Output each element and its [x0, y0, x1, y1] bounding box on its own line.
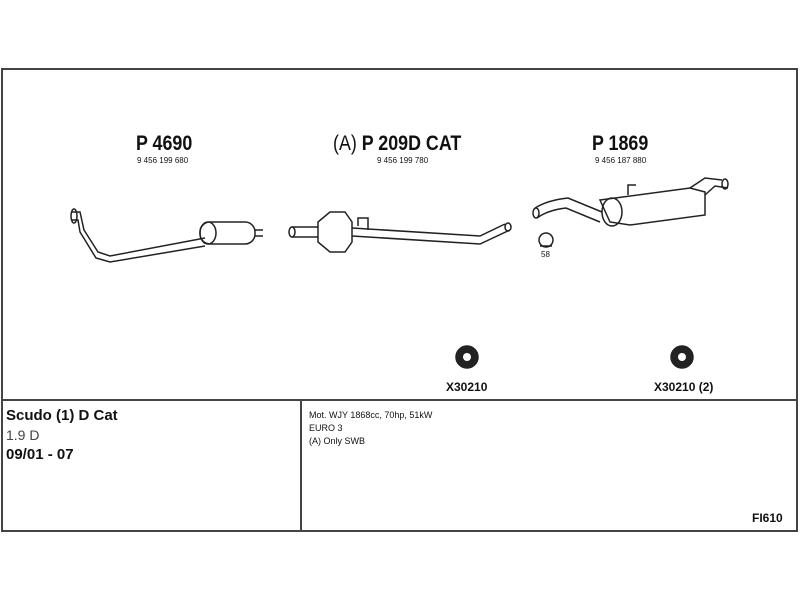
- oe-number: 9 456 199 780: [377, 156, 429, 165]
- mount-label: X30210: [446, 380, 488, 394]
- note: (A) Only SWB: [309, 436, 366, 446]
- oe-number: 9 456 187 880: [595, 156, 647, 165]
- part-number: P 4690: [136, 132, 193, 155]
- vehicle-engine: 1.9 D: [6, 427, 40, 443]
- note: EURO 3: [309, 423, 343, 433]
- clamp-icon: [538, 232, 554, 248]
- oe-number: 9 456 199 680: [137, 156, 189, 165]
- diagram-frame: [1, 68, 798, 532]
- vehicle-years: 09/01 - 07: [6, 446, 74, 463]
- diagram-code: FI610: [752, 511, 783, 525]
- clamp-label: 58: [541, 250, 550, 259]
- mount-label: X30210 (2): [654, 380, 714, 394]
- middle-section-drawing: [288, 211, 512, 253]
- part-number: (A) P 209D CAT: [333, 132, 462, 155]
- vehicle-model: Scudo (1) D Cat: [6, 407, 118, 424]
- exhaust-drawing: [70, 177, 729, 369]
- rubber-mount-icon: [455, 345, 694, 369]
- part-number: P 1869: [592, 132, 649, 155]
- note: Mot. WJY 1868cc, 70hp, 51kW: [309, 410, 433, 420]
- divider: [300, 401, 302, 532]
- rear-silencer-drawing: [532, 177, 729, 227]
- front-pipe-drawing: [70, 208, 263, 263]
- divider: [1, 399, 798, 401]
